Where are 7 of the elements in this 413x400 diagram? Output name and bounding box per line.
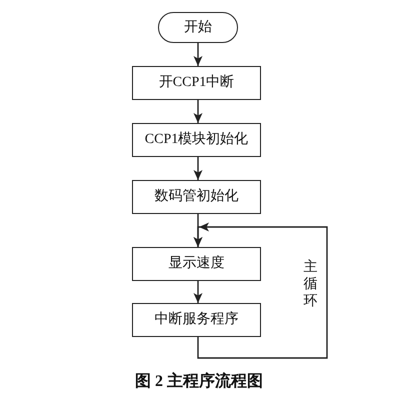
figure-caption: 图 2 主程序流程图 <box>135 371 263 392</box>
process-box: 中断服务程序 <box>132 303 261 337</box>
process-box: 数码管初始化 <box>132 180 261 214</box>
process-box: CCP1模块初始化 <box>132 123 261 157</box>
process-box: 显示速度 <box>132 247 261 281</box>
start-terminal: 开始 <box>158 12 238 43</box>
process-box: 开CCP1中断 <box>132 66 261 100</box>
